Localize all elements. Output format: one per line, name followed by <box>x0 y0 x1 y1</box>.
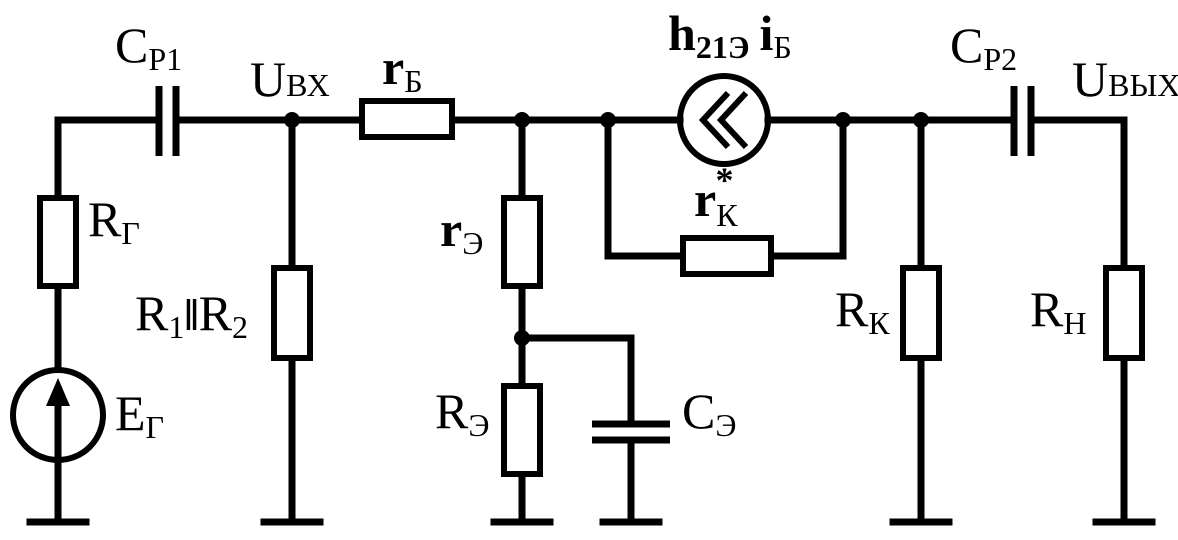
label-eg: EГ <box>115 385 164 445</box>
wires <box>54 116 1128 526</box>
junction-dot <box>514 112 530 128</box>
junction-dot <box>514 330 530 346</box>
capacitors <box>155 86 1035 444</box>
capacitor-cp1 <box>155 86 180 156</box>
label-rb: rБ <box>382 39 423 99</box>
label-rg: RГ <box>88 191 140 251</box>
double-chevron-left-icon <box>698 90 731 150</box>
resistor-rb <box>359 98 455 140</box>
resistors <box>37 98 1145 477</box>
label-re-small: rЭ <box>440 201 483 261</box>
voltage-source-eg <box>10 367 106 463</box>
resistor-r1-r2 <box>271 265 313 361</box>
resistor-re-big <box>501 383 543 477</box>
junction-dot <box>835 112 851 128</box>
junction-dots <box>284 112 929 346</box>
label-cp1: CP1 <box>115 17 182 77</box>
arrowhead-icon <box>46 378 70 406</box>
junction-dot <box>284 112 300 128</box>
resistor-re-small <box>501 195 543 289</box>
label-ce: CЭ <box>682 383 736 443</box>
resistor-rn <box>1103 265 1145 361</box>
resistor-rk-star <box>680 235 774 277</box>
junction-dot <box>913 112 929 128</box>
label-re-big: RЭ <box>435 383 489 443</box>
resistor-rk <box>900 265 942 361</box>
capacitor-ce <box>592 420 670 444</box>
capacitor-cp2 <box>1010 86 1035 156</box>
label-u-out: UВЫХ <box>1072 51 1178 107</box>
label-rk-star: rК* <box>694 160 738 233</box>
resistor-rg <box>37 195 79 289</box>
label-rn: RН <box>1030 281 1086 341</box>
label-rk: RК <box>835 281 890 341</box>
junction-dot <box>600 112 616 128</box>
label-cp2: CP2 <box>950 17 1017 77</box>
label-r1-r2: R1‖R2 <box>135 285 248 345</box>
current-source-h21 <box>677 73 771 167</box>
label-u-in: UВХ <box>250 51 330 107</box>
